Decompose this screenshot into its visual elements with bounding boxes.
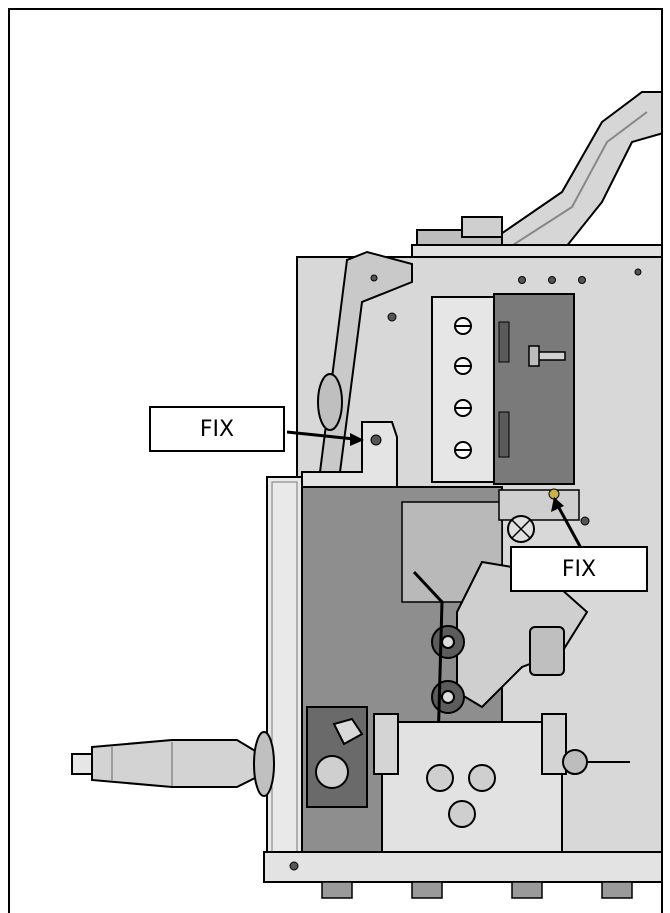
callout-arrow-2: [551, 497, 584, 551]
lower-block: [381, 721, 563, 863]
bolt: [528, 345, 566, 367]
screw-column: [454, 317, 472, 459]
torch-connector: [71, 731, 275, 797]
callout-arrow-1: [286, 430, 364, 446]
base-rail: [263, 851, 661, 883]
fix-callout-left: FIX: [149, 406, 285, 452]
top-handle: [416, 216, 503, 249]
top-rail: [411, 244, 661, 258]
top-hose: [479, 91, 661, 254]
side-plate: [266, 476, 303, 878]
gas-valve: [306, 706, 368, 808]
diagram-frame: [8, 8, 663, 913]
front-knob: [317, 373, 343, 431]
inspection-window: [507, 515, 535, 543]
feed-knob: [529, 626, 565, 676]
front-panel: [318, 250, 413, 473]
right-fitting: [562, 749, 630, 775]
fix-callout-right-label: FIX: [561, 556, 597, 582]
machine-illustration: [71, 91, 661, 899]
fix-callout-right: FIX: [510, 546, 648, 592]
fix-callout-left-label: FIX: [199, 416, 235, 442]
